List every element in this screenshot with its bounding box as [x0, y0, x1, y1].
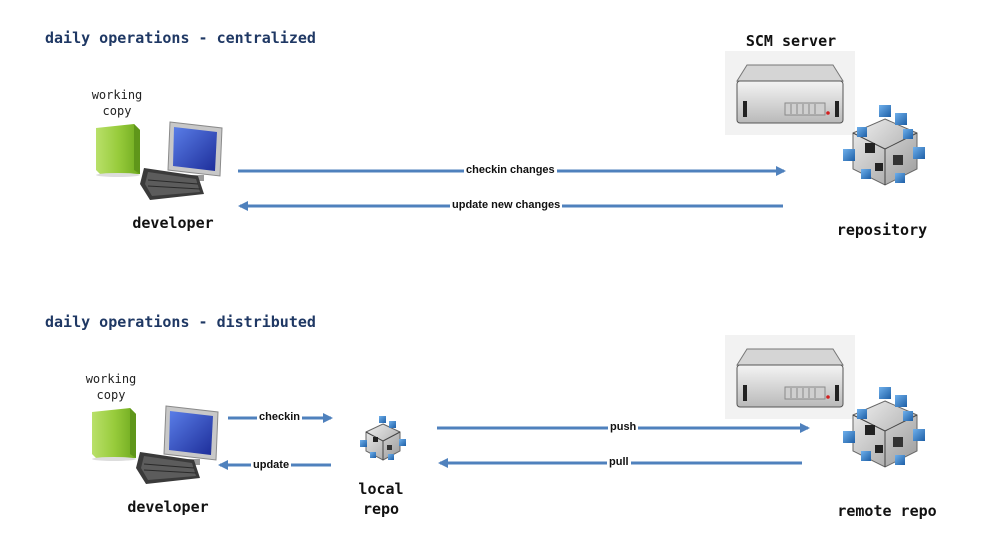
centralized-server-icon: [725, 51, 855, 135]
push-label: push: [608, 421, 639, 434]
centralized-repository-icon: [843, 105, 925, 186]
pull-label: pull: [607, 456, 631, 469]
distributed-server-icon: [725, 335, 855, 419]
centralized-working-copy-label: working copy: [91, 88, 143, 118]
local-repo-label: local repo: [358, 480, 404, 518]
distributed-developer-label: developer: [127, 498, 209, 516]
update-new-changes-label: update new changes: [450, 199, 563, 212]
checkin-changes-label: checkin changes: [464, 164, 557, 177]
distributed-working-copy-icon: [92, 408, 136, 461]
centralized-working-copy-icon: [96, 124, 140, 177]
checkin-label: checkin: [257, 411, 302, 424]
distributed-developer-computer-icon: [136, 405, 219, 484]
local-repo-icon: [360, 416, 406, 461]
distributed-title: daily operations - distributed: [45, 313, 316, 331]
centralized-server-label: SCM server: [745, 32, 837, 50]
centralized-developer-computer-icon: [140, 121, 223, 200]
centralized-repository-label: repository: [836, 221, 928, 239]
remote-repo-label: remote repo: [837, 502, 937, 520]
centralized-title: daily operations - centralized: [45, 29, 316, 47]
distributed-working-copy-label: working copy: [85, 372, 137, 402]
remote-repo-icon: [843, 387, 925, 468]
centralized-developer-label: developer: [132, 214, 214, 232]
update-label: update: [251, 459, 292, 472]
